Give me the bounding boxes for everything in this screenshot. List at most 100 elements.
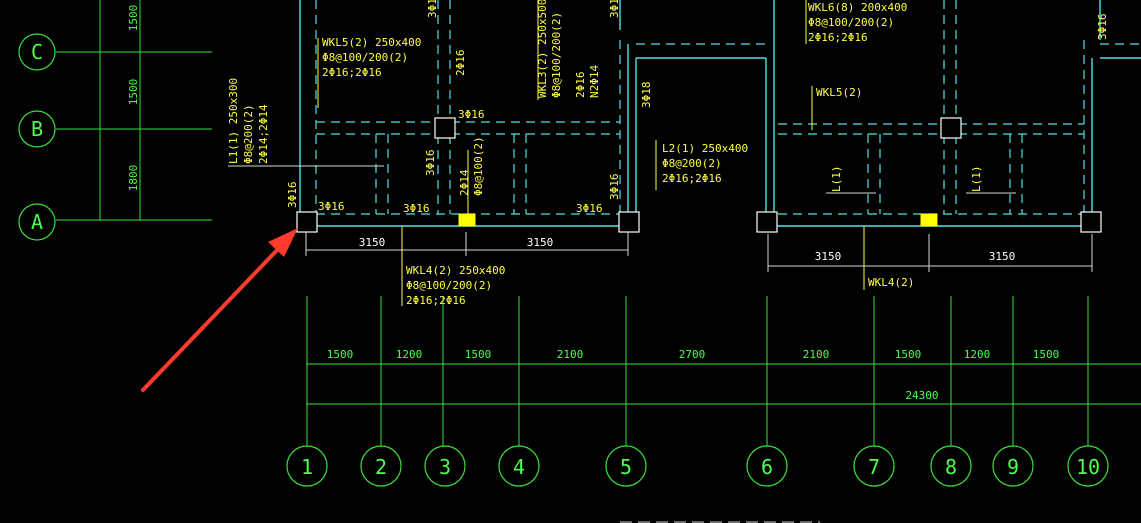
axis-label-2: 2 bbox=[375, 455, 387, 479]
columns bbox=[296, 117, 1102, 233]
col-dim-9: 1500 bbox=[1033, 348, 1060, 361]
col-dim-3: 1500 bbox=[465, 348, 492, 361]
axis-bubble-9 bbox=[992, 445, 1034, 487]
axis-label-8: 8 bbox=[945, 455, 957, 479]
leader-lines bbox=[228, 0, 1016, 306]
rebar-wkl5-mid: 2Φ16 bbox=[454, 50, 467, 77]
row-dim-2: 1500 bbox=[127, 79, 140, 106]
col-dim-7: 1500 bbox=[895, 348, 922, 361]
wkl4-left-line3: 2Φ16;2Φ16 bbox=[406, 294, 466, 307]
l1-line2: Φ8@200(2) bbox=[242, 104, 255, 164]
wkl6-line1: WKL6(8) 200x400 bbox=[808, 1, 907, 14]
l2-line1: L2(1) 250x400 bbox=[662, 142, 748, 155]
rebar-top-10: 3Φ16 bbox=[1096, 14, 1109, 41]
l2-line3: 2Φ16;2Φ16 bbox=[662, 172, 722, 185]
wkl5-left-line2: Φ8@100/200(2) bbox=[322, 51, 408, 64]
total-dim: 24300 bbox=[905, 389, 938, 402]
l1-b-label: L(1) bbox=[970, 166, 983, 193]
axis-label-9: 9 bbox=[1007, 455, 1019, 479]
rebar-a5-vert: 3Φ16 bbox=[608, 174, 621, 201]
rebar-labels: 3Φ16 3Φ16 3Φ16 3Φ16 3Φ16 3Φ16 3Φ16 3Φ18 … bbox=[286, 0, 1109, 215]
axis-label-7: 7 bbox=[868, 455, 880, 479]
axis-label-c: C bbox=[31, 40, 43, 64]
axis-bubble-2 bbox=[360, 445, 402, 487]
wkl3-line3: 2Φ16 bbox=[574, 72, 587, 99]
wkl3-line2: Φ8@100/200(2) bbox=[550, 12, 563, 98]
axis-bubble-3 bbox=[424, 445, 466, 487]
wkl5-left-line3: 2Φ16;2Φ16 bbox=[322, 66, 382, 79]
l2-line2: Φ8@200(2) bbox=[662, 157, 722, 170]
wkl4-left-line2: Φ8@100/200(2) bbox=[406, 279, 492, 292]
axis-label-b: B bbox=[31, 117, 43, 141]
beam-annotations: WKL5(2) 250x400 Φ8@100/200(2) 2Φ16;2Φ16 … bbox=[227, 0, 983, 307]
span-dimensions: 3150 3150 3150 3150 bbox=[305, 232, 1093, 272]
column-axis-grid: 1500 1200 1500 2100 2700 2100 1500 1200 … bbox=[286, 296, 1141, 487]
wkl4-right-label: WKL4(2) bbox=[868, 276, 914, 289]
span-dim-left-1: 3150 bbox=[359, 236, 386, 249]
axis-bubble-6 bbox=[746, 445, 788, 487]
axis-label-10: 10 bbox=[1076, 455, 1100, 479]
row-axis-grid: C B A 1500 1500 1800 bbox=[18, 0, 212, 241]
wkl4-left-line1: WKL4(2) 250x400 bbox=[406, 264, 505, 277]
axis-label-6: 6 bbox=[761, 455, 773, 479]
column-a10[interactable] bbox=[1080, 211, 1102, 233]
rebar-a2: 3Φ16 bbox=[403, 202, 430, 215]
row-dim-3: 1800 bbox=[127, 165, 140, 192]
axis-bubble-b bbox=[18, 110, 56, 148]
column-a1[interactable] bbox=[296, 211, 318, 233]
axis-label-1: 1 bbox=[301, 455, 313, 479]
annotation-arrow bbox=[141, 228, 298, 392]
wkl3-line1: WKL3(2) 250x500 bbox=[536, 0, 549, 98]
axis-bubble-5 bbox=[605, 445, 647, 487]
rebar-axis3-vert: 3Φ16 bbox=[424, 150, 437, 177]
col-dim-5: 2700 bbox=[679, 348, 706, 361]
arrow-shaft bbox=[141, 245, 282, 392]
wkl6-line2: Φ8@100/200(2) bbox=[808, 16, 894, 29]
col-dim-8: 1200 bbox=[964, 348, 991, 361]
wkl3-line4: N2Φ14 bbox=[588, 65, 601, 98]
span-dim-right-1: 3150 bbox=[815, 250, 842, 263]
wkl5-right-label: WKL5(2) bbox=[816, 86, 862, 99]
l1-a-label: L(1) bbox=[830, 166, 843, 193]
l1-line1: L1(1) 250x300 bbox=[227, 78, 240, 164]
rebar-a1-vert: 3Φ16 bbox=[286, 182, 299, 209]
mid-stirrup-line1: 2Φ14 bbox=[458, 169, 471, 196]
span-dim-left-2: 3150 bbox=[527, 236, 554, 249]
axis-label-3: 3 bbox=[439, 455, 451, 479]
column-a8-highlight[interactable] bbox=[920, 213, 938, 227]
wkl6-line3: 2Φ16;2Φ16 bbox=[808, 31, 868, 44]
axis-bubble-4 bbox=[498, 445, 540, 487]
wkl5-left-line1: WKL5(2) 250x400 bbox=[322, 36, 421, 49]
axis-label-a: A bbox=[31, 210, 43, 234]
axis-bubble-a bbox=[18, 203, 56, 241]
axis-bubble-7 bbox=[853, 445, 895, 487]
mid-stirrup-line2: Φ8@100(2) bbox=[472, 136, 485, 196]
rebar-top-3: 3Φ16 bbox=[426, 0, 439, 18]
rebar-b3: 3Φ16 bbox=[458, 108, 485, 121]
span-dim-right-2: 3150 bbox=[989, 250, 1016, 263]
column-a6[interactable] bbox=[756, 211, 778, 233]
column-a5[interactable] bbox=[618, 211, 640, 233]
column-b3[interactable] bbox=[434, 117, 456, 139]
col-dim-6: 2100 bbox=[803, 348, 830, 361]
col-dim-1: 1500 bbox=[327, 348, 354, 361]
axis-bubble-c bbox=[18, 33, 56, 71]
axis-bubble-8 bbox=[930, 445, 972, 487]
beam-lines bbox=[299, 0, 1141, 227]
axis-label-5: 5 bbox=[620, 455, 632, 479]
rebar-a1-right: 3Φ16 bbox=[318, 200, 345, 213]
axis-bubble-10 bbox=[1067, 445, 1109, 487]
l1-line3: 2Φ14;2Φ14 bbox=[257, 104, 270, 164]
col-dim-4: 2100 bbox=[557, 348, 584, 361]
axis-bubble-1 bbox=[286, 445, 328, 487]
rebar-a5-left: 3Φ16 bbox=[576, 202, 603, 215]
column-b8[interactable] bbox=[940, 117, 962, 139]
col-dim-2: 1200 bbox=[396, 348, 423, 361]
column-a3-highlight[interactable] bbox=[458, 213, 476, 227]
axis-label-4: 4 bbox=[513, 455, 525, 479]
rebar-axis5-top: 3Φ18 bbox=[640, 82, 653, 109]
arrow-head-icon bbox=[268, 228, 298, 257]
row-dim-1: 1500 bbox=[127, 5, 140, 32]
